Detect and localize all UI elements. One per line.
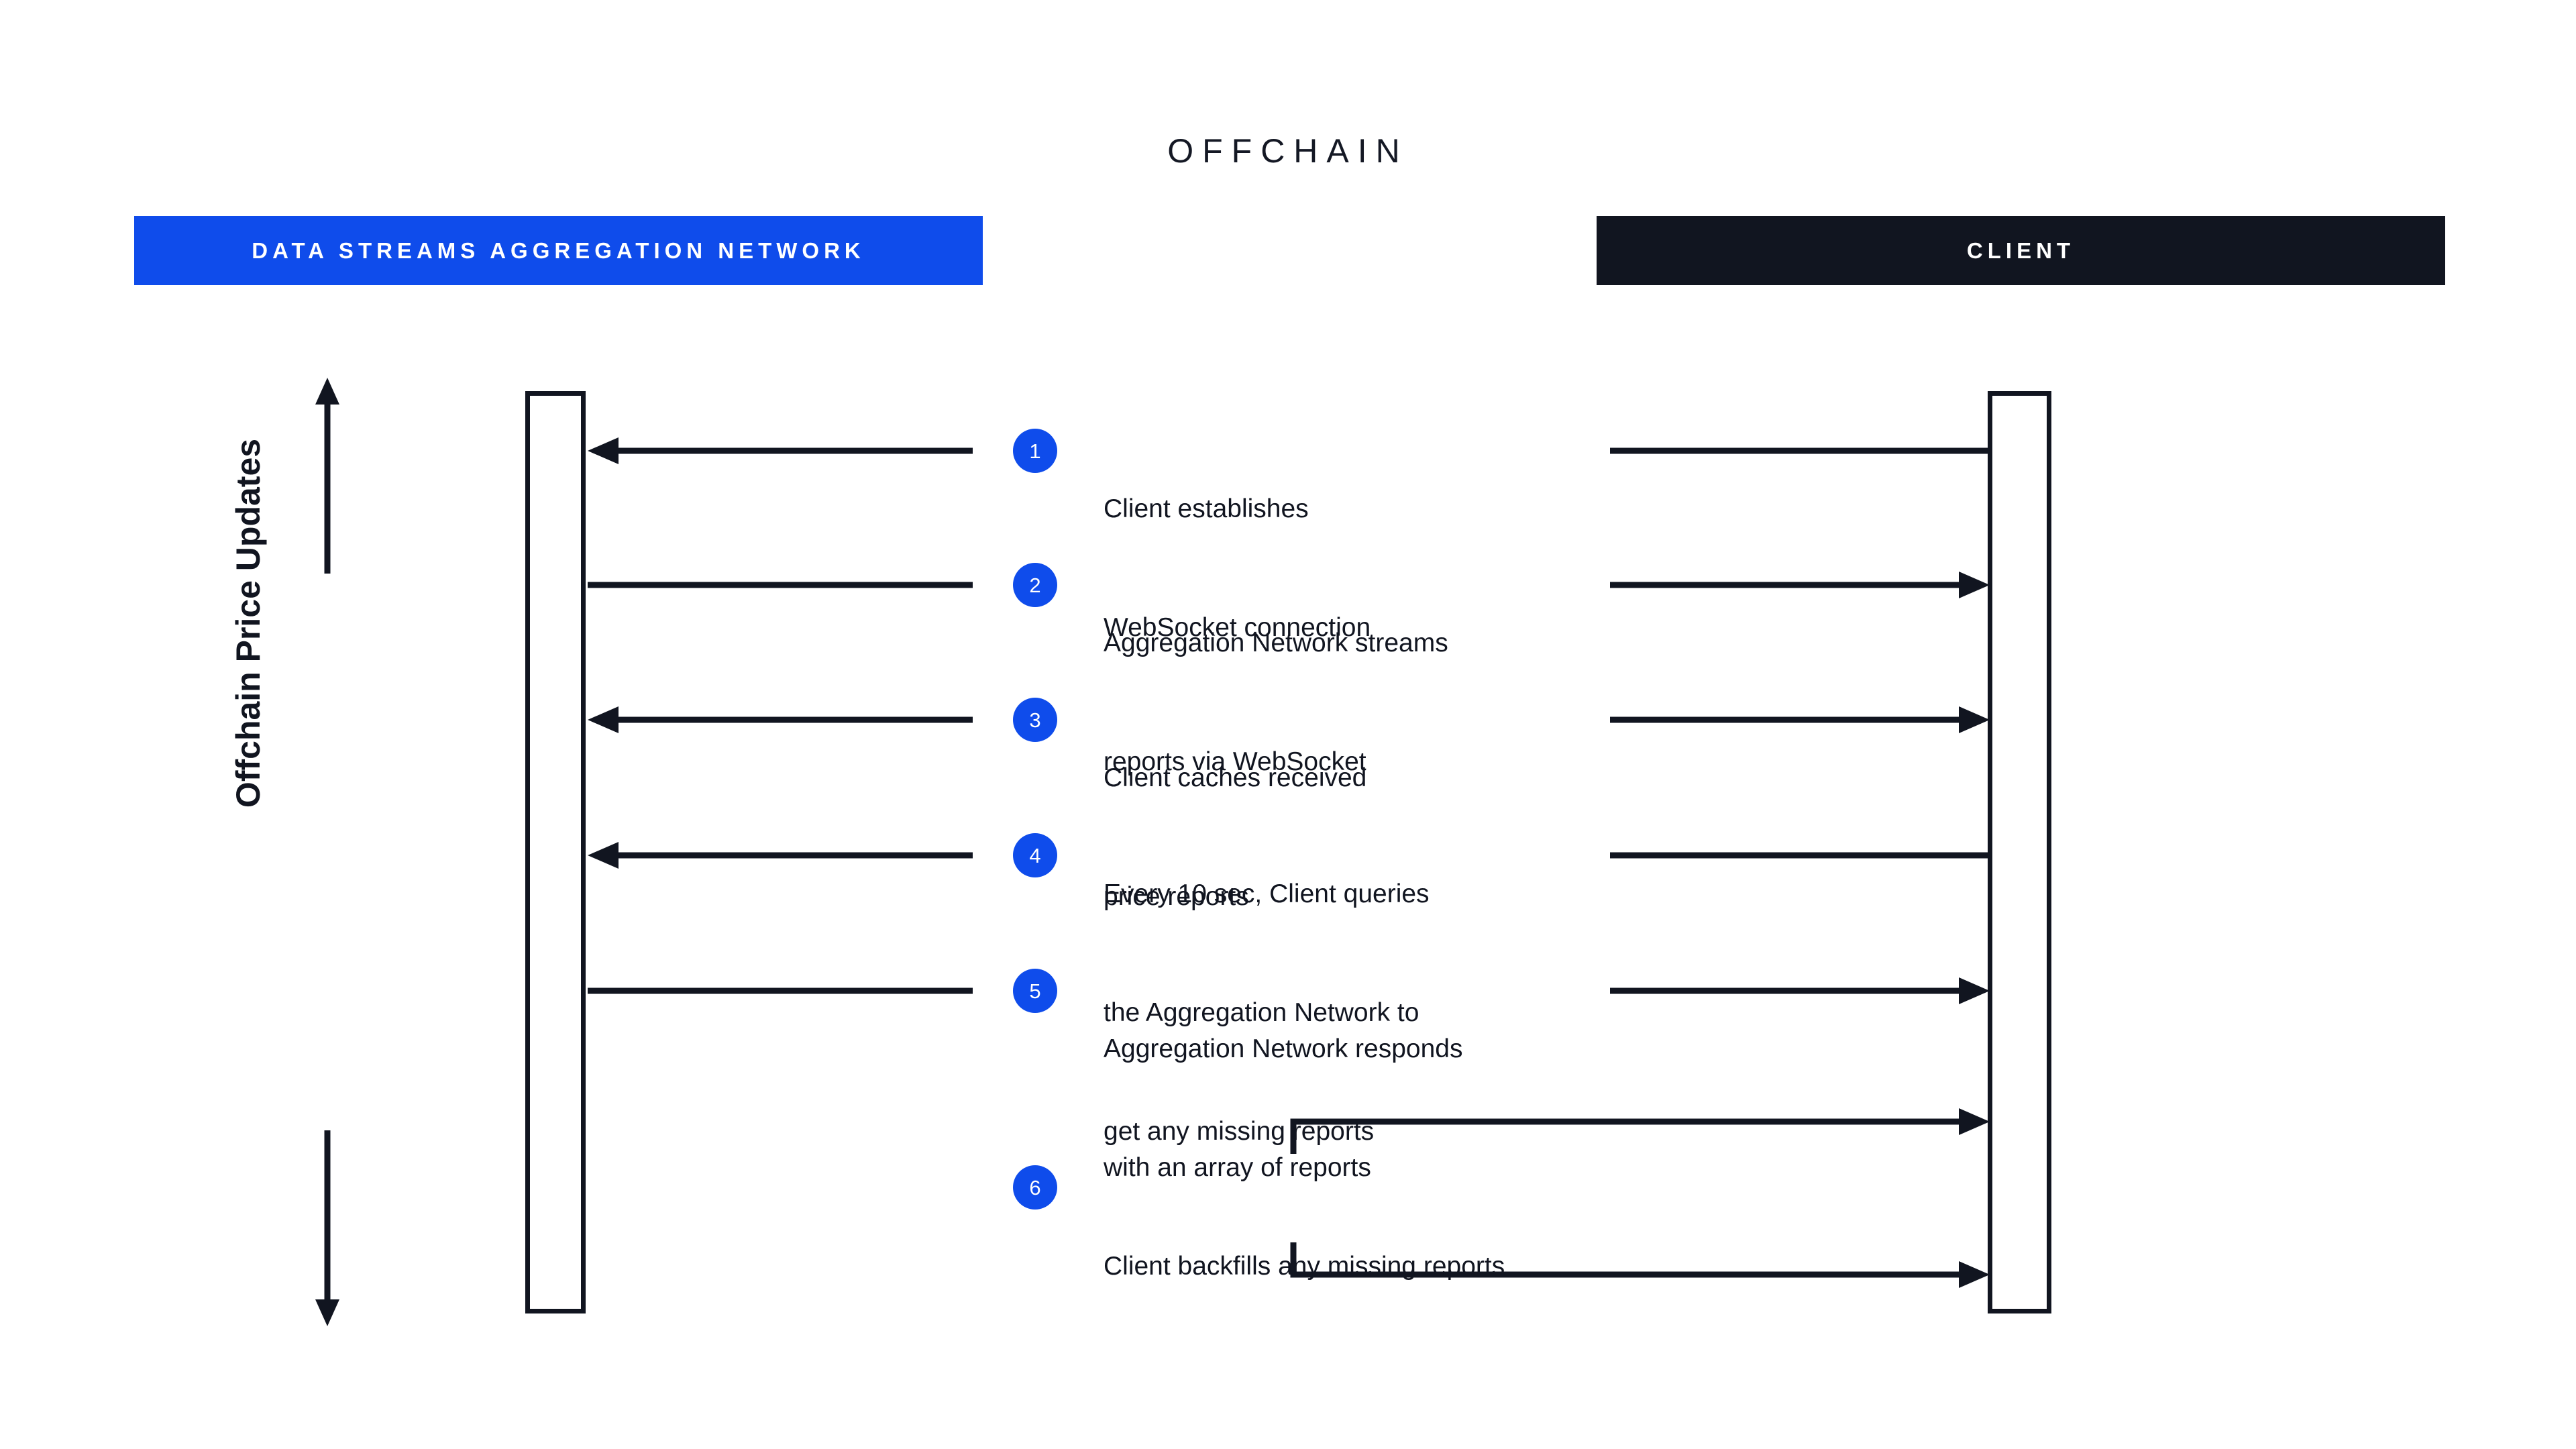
step-4-line-2: the Aggregation Network to bbox=[1104, 998, 1419, 1027]
step-description-6: Client backfills any missing reports bbox=[1104, 1167, 1505, 1365]
message-arrow-step-5-right bbox=[1610, 977, 1990, 1004]
step-1-line-1: Client establishes bbox=[1104, 494, 1309, 523]
step-badge-2: 2 bbox=[1013, 563, 1057, 607]
message-arrow-step-2-right bbox=[1610, 572, 1990, 598]
step-number-5: 5 bbox=[1029, 979, 1041, 1003]
step-badge-4: 4 bbox=[1013, 833, 1057, 877]
step-description-3: Client caches received price reports bbox=[1104, 679, 1366, 996]
message-arrow-step-4-left bbox=[588, 842, 973, 869]
message-arrow-step-1-left bbox=[588, 437, 973, 464]
step-4-line-3: get any missing reports bbox=[1104, 1117, 1375, 1146]
step-number-4: 4 bbox=[1029, 843, 1041, 867]
step-number-6: 6 bbox=[1029, 1175, 1041, 1199]
step-badge-5: 5 bbox=[1013, 969, 1057, 1013]
step-number-2: 2 bbox=[1029, 573, 1041, 597]
step-badge-3: 3 bbox=[1013, 698, 1057, 742]
step-6-line-1: Client backfills any missing reports bbox=[1104, 1252, 1505, 1281]
step-2-line-2: reports via WebSocket bbox=[1104, 747, 1366, 776]
lifeline-client bbox=[1988, 391, 2051, 1313]
step-description-2: Aggregation Network streams reports via … bbox=[1104, 544, 1448, 861]
lifeline-aggregation-network bbox=[525, 391, 586, 1313]
message-arrow-step-3-left bbox=[588, 706, 973, 733]
step-description-5: Aggregation Network responds with an arr… bbox=[1104, 950, 1462, 1267]
step-2-line-1: Aggregation Network streams bbox=[1104, 629, 1448, 657]
actor-label-aggregation-network: DATA STREAMS AGGREGATION NETWORK bbox=[252, 237, 865, 263]
step-description-1: Client establishes WebSocket connection bbox=[1104, 410, 1371, 727]
step-3-line-1: Client caches received bbox=[1104, 763, 1367, 792]
actor-header-aggregation-network: DATA STREAMS AGGREGATION NETWORK bbox=[134, 216, 983, 285]
step-5-line-1: Aggregation Network responds bbox=[1104, 1034, 1463, 1063]
step-number-3: 3 bbox=[1029, 708, 1041, 732]
message-arrow-step-3-right bbox=[1610, 706, 1990, 733]
message-arrow-step-6-upper bbox=[1290, 1108, 1990, 1154]
actor-label-client: CLIENT bbox=[1966, 237, 2076, 263]
actor-header-client: CLIENT bbox=[1597, 216, 2445, 285]
step-description-4: Every 10 sec, Client queries the Aggrega… bbox=[1104, 795, 1430, 1230]
step-4-line-1: Every 10 sec, Client queries bbox=[1104, 879, 1430, 908]
step-number-1: 1 bbox=[1029, 439, 1041, 463]
offchain-price-updates-axis-arrow bbox=[315, 378, 339, 1326]
step-1-line-2: WebSocket connection bbox=[1104, 613, 1371, 642]
message-arrow-step-6-lower bbox=[1290, 1242, 1990, 1288]
step-3-line-2: price reports bbox=[1104, 882, 1249, 911]
step-badge-1: 1 bbox=[1013, 429, 1057, 473]
step-badge-6: 6 bbox=[1013, 1165, 1057, 1210]
diagram-title: OFFCHAIN bbox=[1167, 132, 1409, 170]
step-5-line-2: with an array of reports bbox=[1104, 1153, 1371, 1182]
